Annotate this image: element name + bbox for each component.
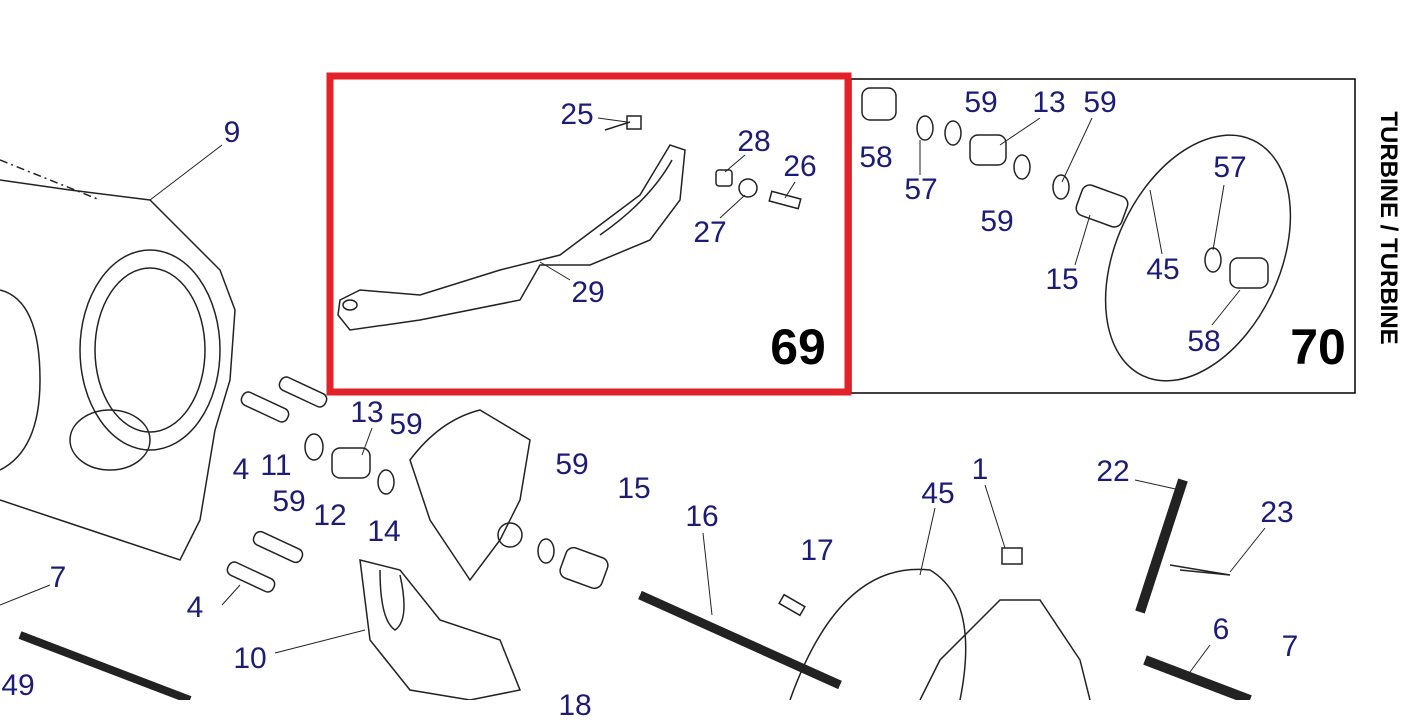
callout-label: 58: [1187, 325, 1221, 358]
inset-70-parts: [861, 87, 1292, 382]
callout-label: 26: [783, 150, 817, 183]
callout-label: 15: [1045, 263, 1079, 296]
callout-label: 27: [693, 216, 727, 249]
callout-label: 22: [1096, 455, 1130, 488]
impeller-shroud: [359, 409, 531, 700]
callout-label: 10: [233, 642, 267, 675]
callout-label: 1: [971, 453, 989, 486]
bracket-part-29: [337, 115, 802, 331]
callout-label: 29: [571, 276, 605, 309]
callout-label: 11: [260, 449, 292, 482]
wear-ring-disc: [789, 568, 1091, 700]
pins: [18, 376, 1252, 700]
callout-label: 45: [921, 477, 955, 510]
exploded-parts-drawing: [0, 72, 1356, 700]
callout-label: 7: [49, 561, 67, 594]
callout-label: 17: [800, 534, 834, 567]
callout-label: 57: [904, 173, 938, 206]
callout-label: 25: [560, 98, 594, 131]
callout-label: 6: [1212, 613, 1230, 646]
callout-label: 13: [1032, 86, 1066, 119]
callout-label: 28: [737, 125, 771, 158]
section-title: TURBINE / TURBINE: [1375, 111, 1402, 345]
callout-label: 57: [1213, 151, 1247, 184]
callout-label: 4: [186, 591, 204, 624]
callout-label: 13: [350, 396, 384, 429]
callout-label: 12: [313, 499, 347, 532]
callout-label: 59: [964, 86, 998, 119]
callout-label: 4: [232, 453, 250, 486]
inset-number-69: 69: [770, 319, 826, 375]
callout-label: 59: [1083, 86, 1117, 119]
callout-label: 23: [1260, 496, 1294, 529]
callout-label: 45: [1146, 253, 1180, 286]
callout-label: 59: [272, 485, 306, 518]
leader-lines: [0, 117, 1266, 673]
callout-label: 49: [1, 669, 35, 702]
callout-label: 9: [223, 116, 241, 149]
callout-label: 58: [859, 141, 893, 174]
callout-label: 14: [367, 515, 401, 548]
callout-label: 59: [389, 408, 423, 441]
callout-label: 7: [1281, 630, 1299, 663]
callout-label: 59: [980, 205, 1014, 238]
inset-69-highlight-frame: [326, 72, 852, 396]
inset-number-70: 70: [1290, 319, 1346, 375]
callout-label: 16: [685, 500, 719, 533]
callout-label: 15: [617, 472, 651, 505]
callout-label: 18: [558, 689, 592, 722]
callout-label: 59: [555, 448, 589, 481]
inset-70-frame: [850, 78, 1356, 394]
turbine-housing: [0, 159, 236, 561]
